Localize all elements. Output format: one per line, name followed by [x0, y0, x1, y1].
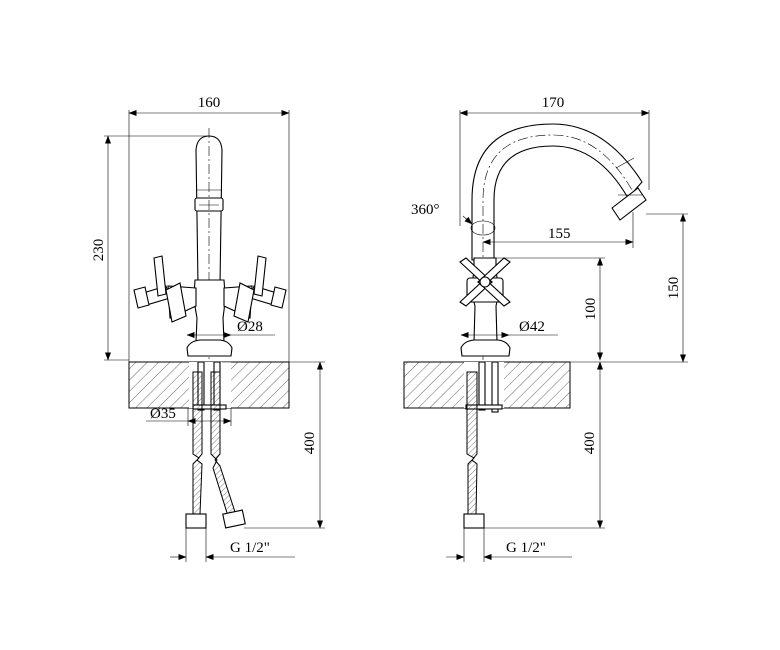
dim-base-diameter-label-side: Ø42	[519, 319, 545, 335]
front-view: 160 230 Ø28 Ø35 400	[91, 95, 325, 562]
faucet-body	[186, 279, 233, 357]
dim-width-label-side: 170	[542, 95, 565, 111]
dim-reach-label: 155	[548, 226, 571, 242]
dim-hose-length-label-side: 400	[582, 432, 598, 455]
curved-spout	[471, 123, 647, 360]
dim-width-label: 160	[198, 95, 221, 111]
dim-hose-length-label: 400	[302, 432, 318, 455]
mounting-hardware-side	[465, 361, 503, 413]
side-dimensions: 170 360° 155 100 150 Ø42	[411, 95, 688, 562]
right-cross-handle	[223, 255, 287, 323]
dim-hole-diameter-label: Ø35	[150, 406, 176, 422]
side-view: 170 360° 155 100 150 Ø42	[403, 95, 688, 562]
cross-handle-side	[459, 257, 511, 307]
dim-thread-label: G 1/2"	[230, 540, 270, 556]
faucet-body-side	[460, 257, 511, 357]
flexible-hoses	[185, 371, 246, 529]
left-cross-handle	[133, 255, 197, 323]
dim-body-height-label: 100	[583, 298, 599, 321]
dim-base-diameter-label: Ø28	[237, 319, 263, 335]
faucet-spout	[194, 128, 224, 360]
dim-height-label: 230	[91, 239, 107, 262]
dim-rotation-label: 360°	[411, 202, 440, 218]
dim-spout-height-label: 150	[666, 277, 682, 300]
front-dimensions: 160 230 Ø28 Ø35 400	[91, 95, 325, 562]
dim-thread-label-side: G 1/2"	[506, 540, 546, 556]
flexible-hose-side	[463, 371, 485, 529]
